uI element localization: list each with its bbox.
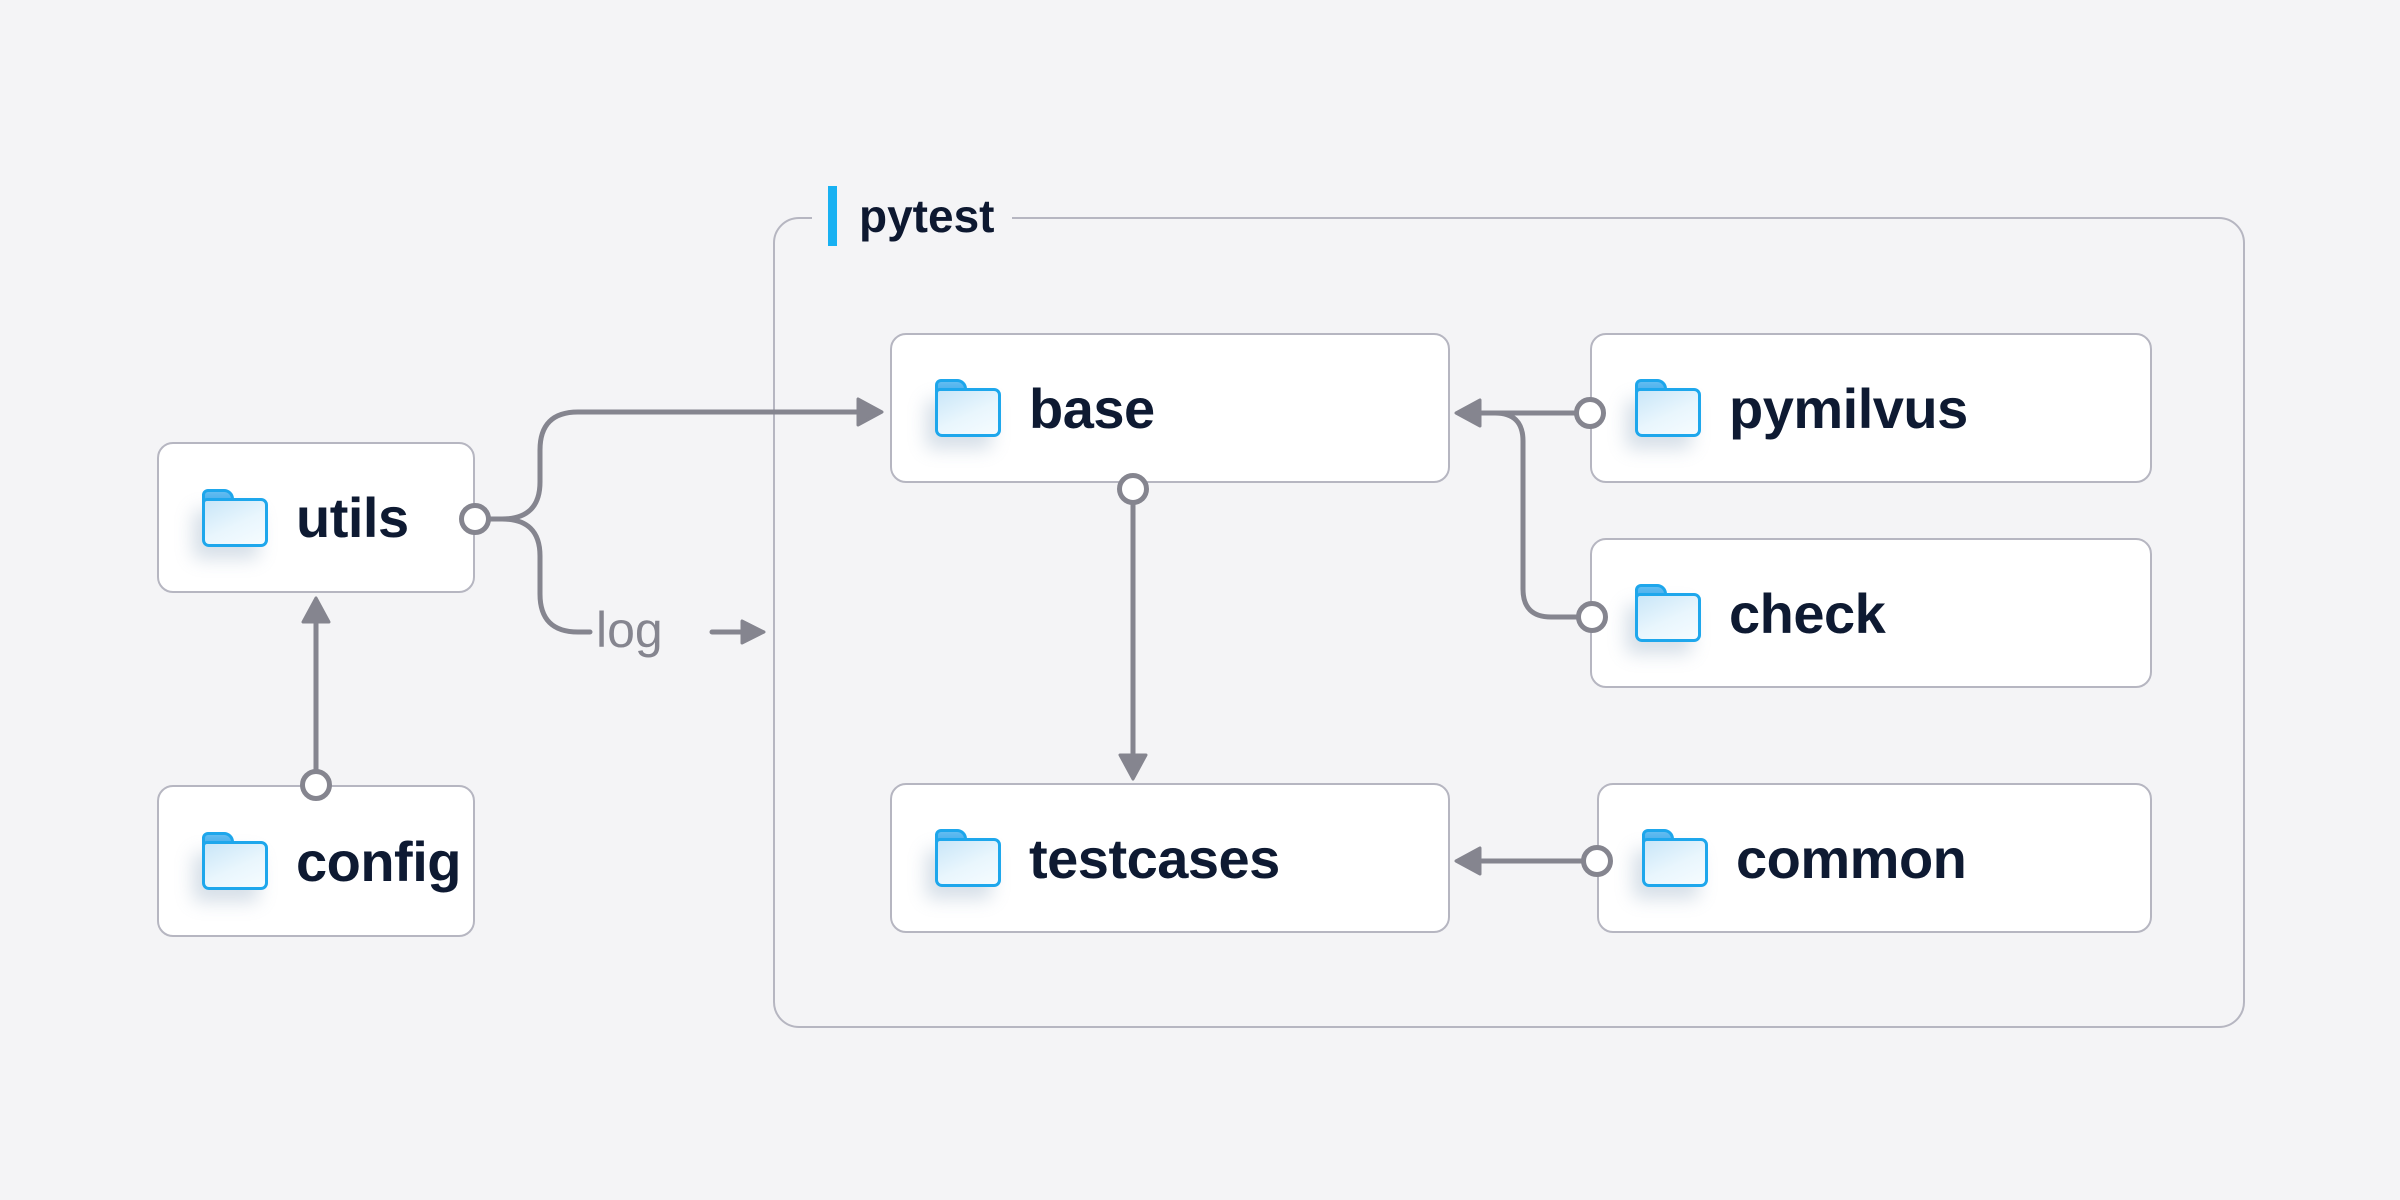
node-config: config bbox=[157, 785, 475, 937]
folder-icon bbox=[935, 379, 1001, 437]
node-pymilvus: pymilvus bbox=[1590, 333, 2152, 483]
node-label: pymilvus bbox=[1729, 376, 1968, 440]
node-label: config bbox=[296, 829, 461, 893]
node-base: base bbox=[890, 333, 1450, 483]
node-testcases: testcases bbox=[890, 783, 1450, 933]
folder-icon bbox=[202, 832, 268, 890]
node-label: common bbox=[1736, 826, 1967, 890]
arrowhead-right-container bbox=[740, 619, 766, 645]
group-title: pytest bbox=[859, 190, 995, 242]
folder-icon bbox=[1642, 829, 1708, 887]
node-common: common bbox=[1597, 783, 2152, 933]
folder-icon bbox=[202, 488, 268, 547]
node-check: check bbox=[1590, 538, 2152, 688]
folder-icon bbox=[935, 829, 1001, 887]
pytest-group-label: pytest bbox=[812, 184, 1013, 248]
pytest-group-container bbox=[773, 217, 2245, 1028]
node-label: utils bbox=[296, 486, 409, 549]
node-utils: utils bbox=[157, 442, 475, 593]
blue-accent-bar bbox=[828, 186, 837, 246]
folder-icon bbox=[1635, 584, 1701, 642]
edge-utils-log bbox=[499, 516, 593, 635]
node-label: testcases bbox=[1029, 826, 1280, 890]
arrowhead-up-utils bbox=[301, 596, 331, 624]
node-label: base bbox=[1029, 376, 1155, 440]
folder-icon bbox=[1635, 379, 1701, 437]
log-edge-label: log bbox=[596, 602, 663, 658]
node-label: check bbox=[1729, 581, 1886, 645]
